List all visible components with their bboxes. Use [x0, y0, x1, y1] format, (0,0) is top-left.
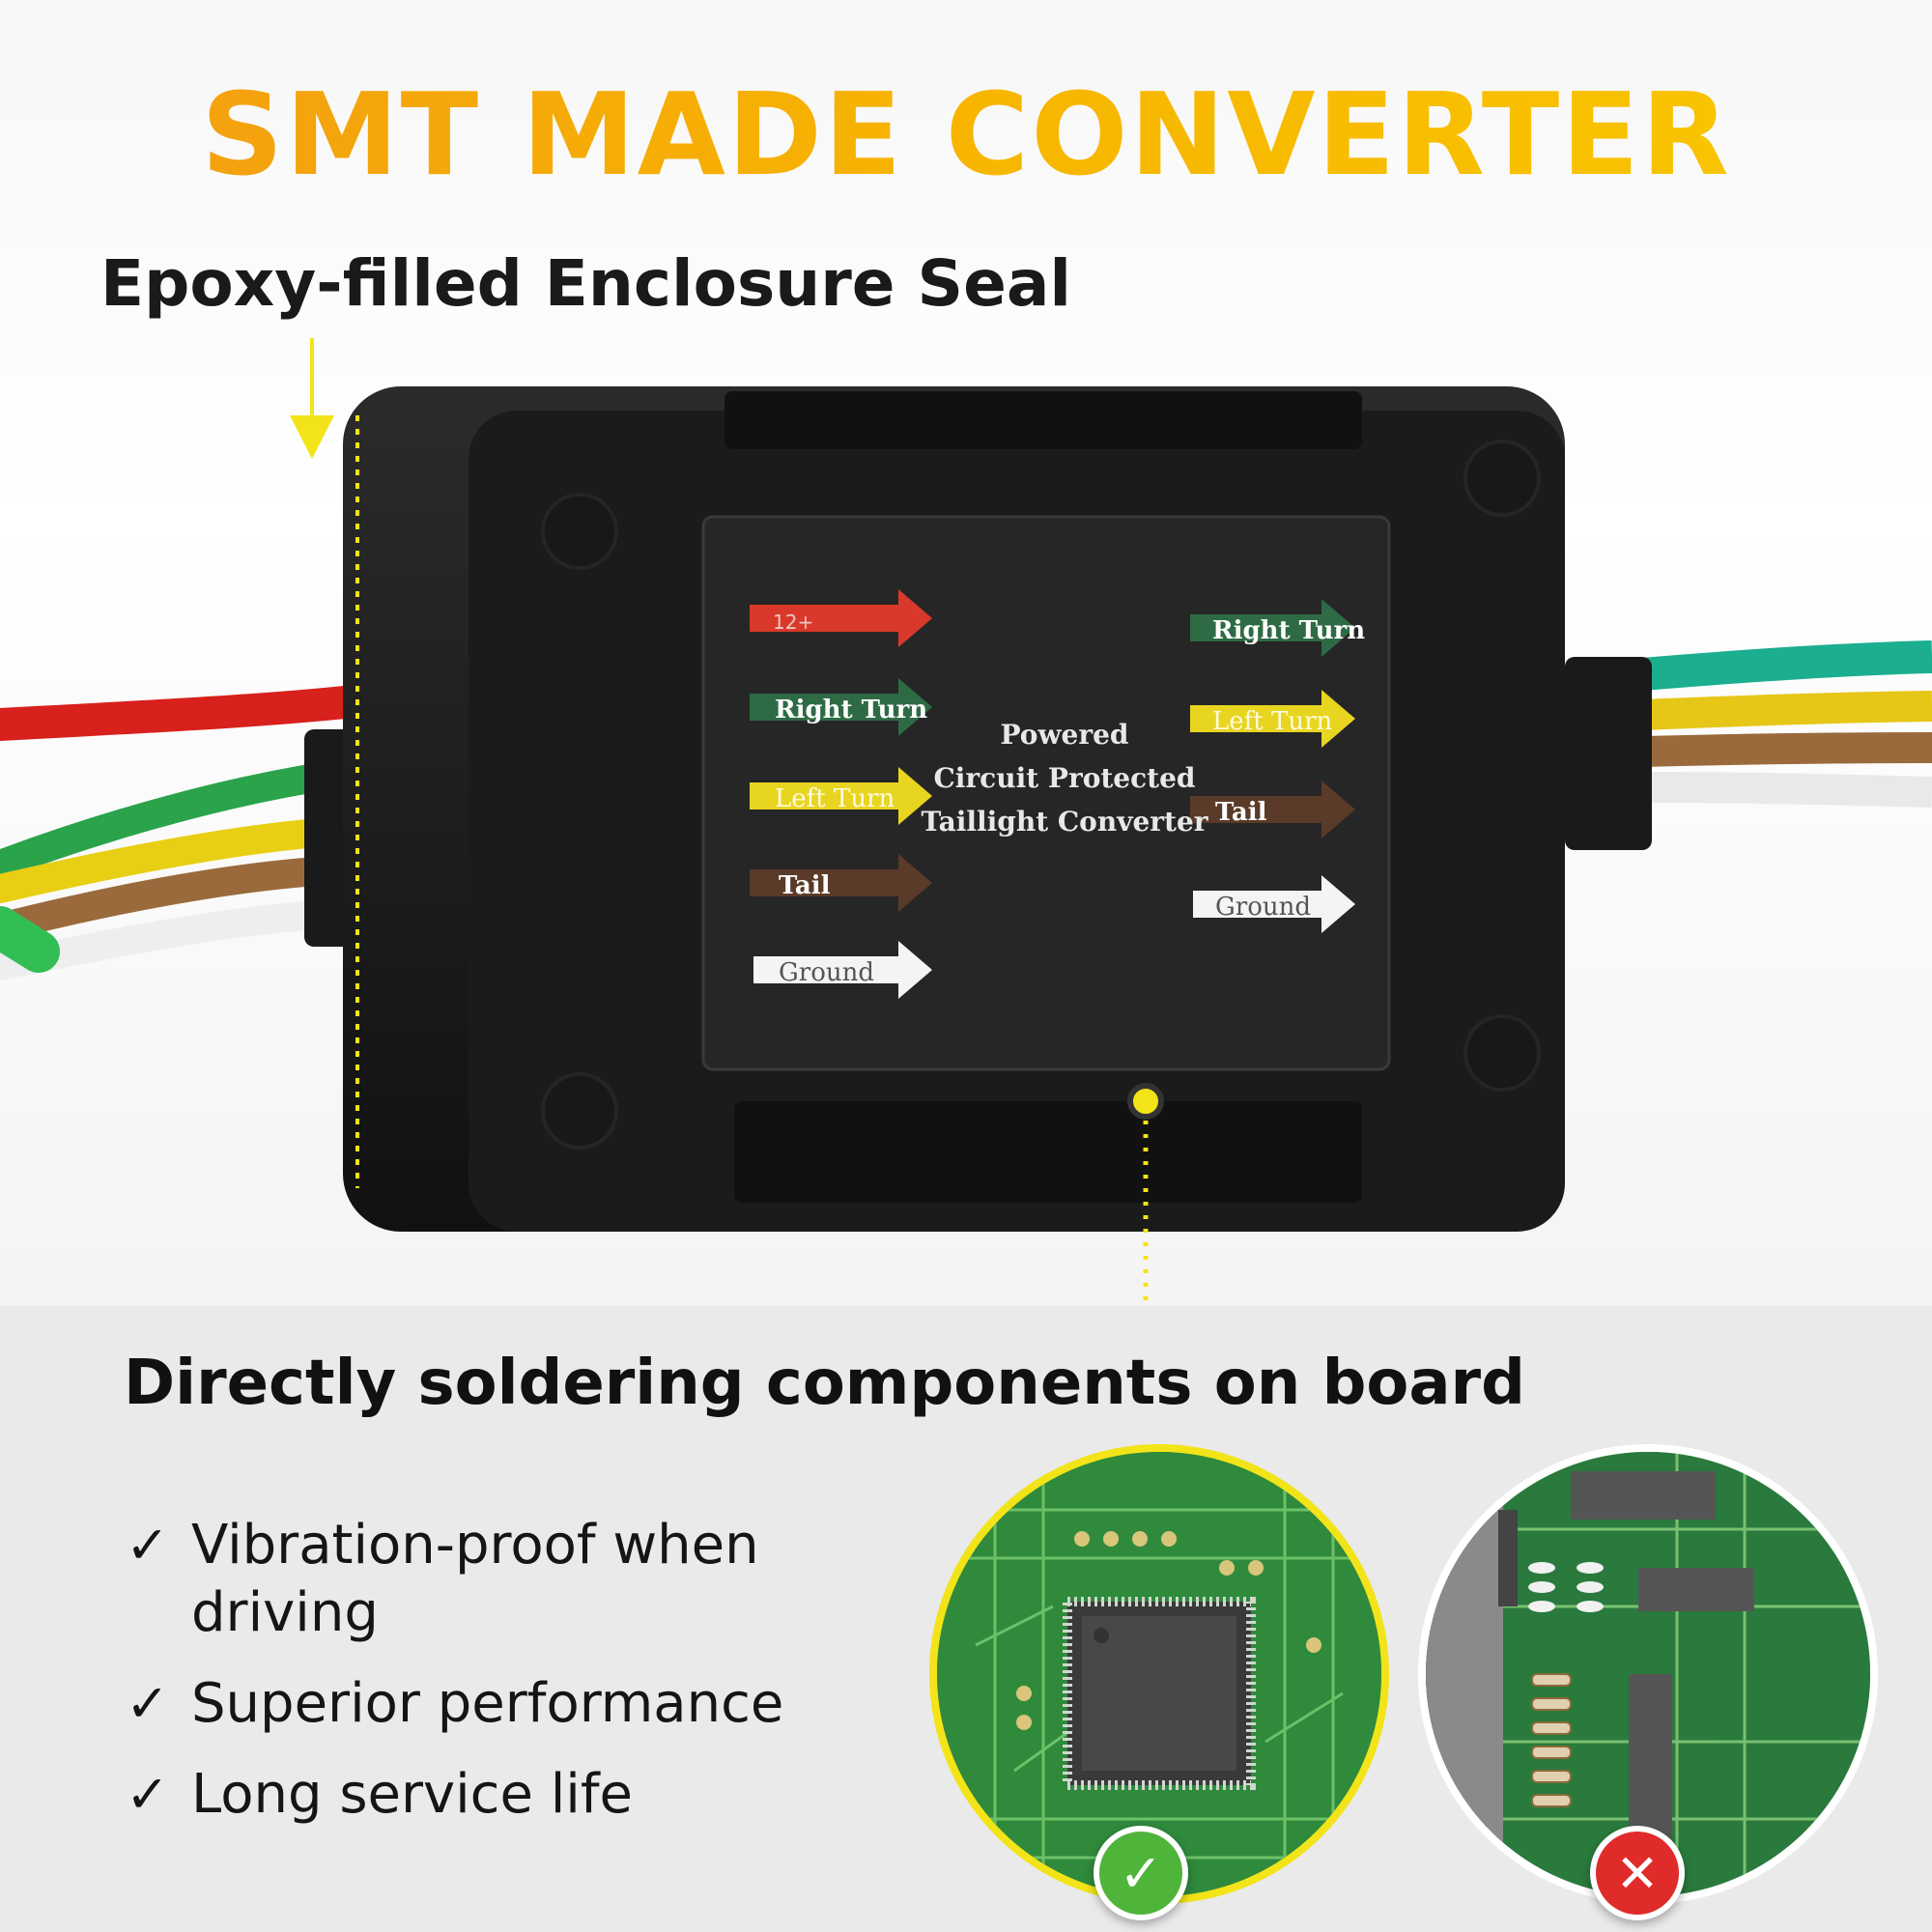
- subheading: Epoxy-filled Enclosure Seal: [100, 246, 1071, 321]
- screw-hole: [541, 493, 618, 570]
- center-text: Powered Circuit Protected Taillight Conv…: [921, 719, 1208, 838]
- wire-white-right: [1641, 772, 1932, 808]
- arrow-out-left-turn: Left Turn: [1190, 690, 1355, 748]
- input-label: Ground: [779, 958, 874, 987]
- arrow-left-turn: Left Turn: [750, 767, 932, 825]
- arrow-right-turn: Right Turn: [750, 678, 932, 736]
- converter-illustration: 12+ Right Turn Left Turn Tail Ground Rig…: [0, 386, 1932, 1306]
- input-label: Left Turn: [775, 784, 895, 813]
- benefit-text: Long service life: [191, 1763, 633, 1826]
- output-arrows: Right Turn Left Turn Tail Ground: [1190, 599, 1365, 933]
- headline: SMT MADE CONVERTER: [0, 68, 1932, 201]
- wire-yellow-right: [1641, 691, 1932, 730]
- input-label: Tail: [779, 871, 831, 900]
- wire-green: [0, 758, 362, 879]
- arrow-out-tail: Tail: [1190, 781, 1355, 838]
- output-label: Left Turn: [1212, 707, 1333, 736]
- right-connector: [1565, 657, 1652, 850]
- through-hole-circuit-board-image: [1418, 1444, 1878, 1904]
- output-label: Ground: [1215, 893, 1311, 922]
- cross-icon: ✕: [1590, 1826, 1685, 1920]
- wire-teal: [1640, 640, 1932, 691]
- benefit-list: ✓ Vibration-proof when driving ✓ Superio…: [126, 1512, 898, 1852]
- check-icon: ✓: [126, 1764, 170, 1825]
- wire-brown-right: [1641, 732, 1932, 767]
- benefit-item: ✓ Vibration-proof when driving: [126, 1512, 898, 1647]
- callout-dot: [1127, 1083, 1164, 1120]
- check-icon: ✓: [126, 1673, 170, 1734]
- bottom-groove: [734, 1101, 1362, 1203]
- arrow-out-right-turn: Right Turn: [1190, 599, 1365, 657]
- arrow-ground: Ground: [753, 941, 932, 999]
- arrow-tail: Tail: [750, 854, 932, 912]
- benefit-item: ✓ Long service life: [126, 1761, 898, 1829]
- arrow-12plus: 12+: [750, 589, 932, 647]
- benefit-item: ✓ Superior performance: [126, 1670, 898, 1738]
- screw-hole: [1463, 440, 1541, 517]
- screw-hole: [1463, 1014, 1541, 1092]
- wire-red: [0, 681, 403, 741]
- section-title: Directly soldering components on board: [124, 1348, 1525, 1419]
- center-line: Powered: [1000, 719, 1128, 751]
- arrow-down-icon: [290, 338, 334, 459]
- wire-brown: [0, 855, 362, 942]
- benefit-text: Vibration-proof when driving: [191, 1514, 759, 1644]
- input-arrows: 12+ Right Turn Left Turn Tail Ground: [750, 589, 932, 999]
- wire-green-end: [0, 906, 60, 973]
- top-groove: [724, 391, 1362, 449]
- arrow-out-ground: Ground: [1193, 875, 1355, 933]
- screw-hole: [541, 1072, 618, 1150]
- center-line: Taillight Converter: [921, 806, 1208, 838]
- output-label: Tail: [1215, 798, 1267, 827]
- label-panel: [701, 515, 1391, 1071]
- check-icon: ✓: [126, 1515, 170, 1576]
- input-label: Right Turn: [775, 696, 927, 724]
- input-label: 12+: [773, 611, 813, 634]
- right-wires: [1640, 640, 1932, 808]
- output-label: Right Turn: [1212, 616, 1365, 645]
- checkmark-icon: ✓: [1094, 1826, 1188, 1920]
- center-line: Circuit Protected: [933, 762, 1195, 794]
- smt-circuit-board-image: [929, 1444, 1389, 1904]
- benefit-text: Superior performance: [191, 1672, 784, 1735]
